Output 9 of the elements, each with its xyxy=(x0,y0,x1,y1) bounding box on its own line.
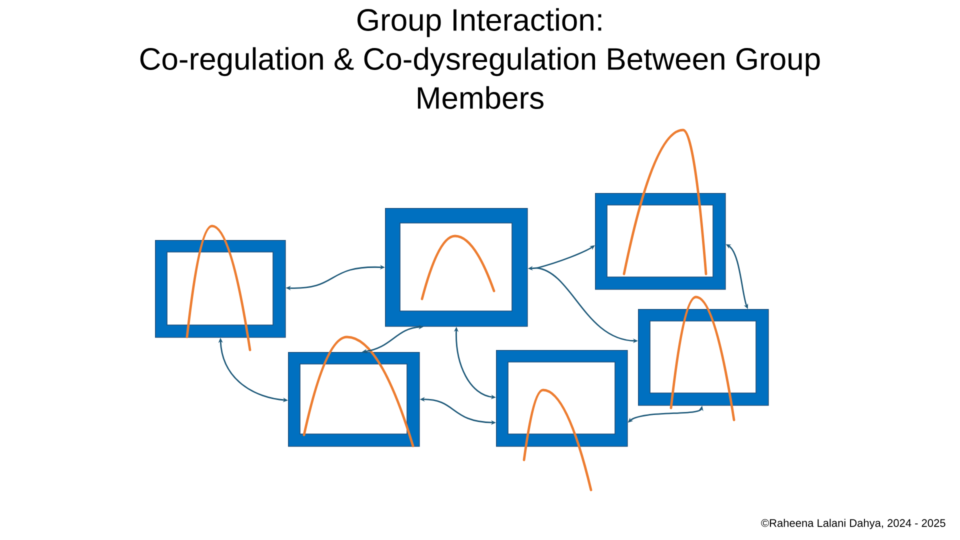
frame-box xyxy=(288,352,420,447)
arrow-branch xyxy=(536,245,595,269)
frame-box xyxy=(496,350,628,447)
frame-box xyxy=(595,193,726,290)
title: Group Interaction: Co-regulation & Co-dysregulation Between Group Members xyxy=(140,8,820,109)
frame-box xyxy=(638,309,769,406)
frame-box xyxy=(385,208,528,327)
copyright-note: ©Raheena Lalani Dahya, 2024 - 2025 xyxy=(761,518,946,530)
frame-box xyxy=(155,240,286,338)
